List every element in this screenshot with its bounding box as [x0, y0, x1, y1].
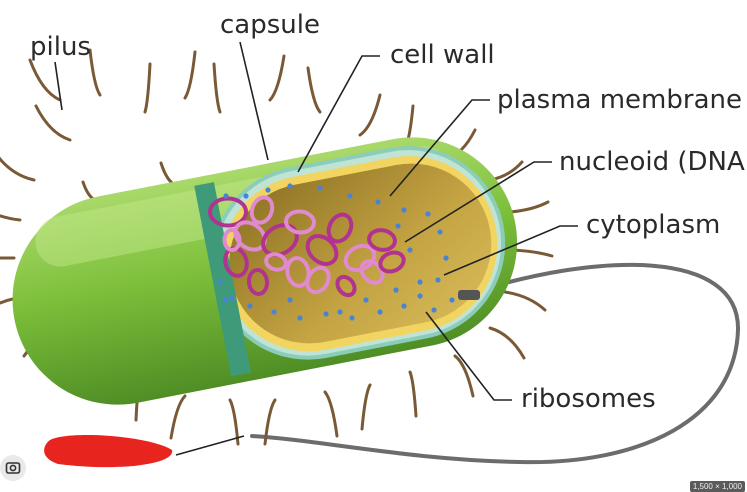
ribosome-dot	[297, 315, 303, 321]
dna-loop	[222, 228, 242, 252]
ribosomes	[217, 183, 455, 321]
lens-glyph	[5, 462, 21, 474]
ribosome-dot	[223, 193, 229, 199]
pilus-strand	[358, 93, 382, 137]
ribosome-dot	[443, 255, 449, 261]
ribosome-dot	[401, 207, 407, 213]
pilus-strand	[169, 394, 187, 440]
pilus-strand	[268, 54, 286, 102]
ribosome-dot	[265, 187, 271, 193]
pilus-strand	[28, 58, 62, 102]
ribosome-dot	[375, 199, 381, 205]
pilus-strand	[488, 326, 526, 360]
pilus-strand	[488, 160, 524, 182]
pilus-strand	[306, 66, 322, 114]
ribosome-dot	[363, 297, 369, 303]
dna-loop	[249, 195, 275, 225]
pilus-strand	[34, 104, 72, 142]
pilus-strand	[360, 383, 372, 431]
pilus-strand	[212, 62, 222, 114]
ribosome-dot	[431, 307, 437, 313]
pilus-strand	[88, 48, 102, 97]
lens-search-icon[interactable]	[0, 455, 26, 481]
dna-loop	[246, 268, 270, 296]
dna-loop	[326, 212, 354, 244]
redaction-mark	[44, 435, 173, 468]
pilus-strand	[508, 200, 550, 214]
pilus-strand	[0, 214, 22, 222]
ribosomes-leader	[425, 311, 512, 401]
label-nucleoid: nucleoid (DNA)	[559, 147, 747, 177]
ribosome-dot	[223, 297, 229, 303]
ribosome-dot	[229, 295, 235, 301]
pilus-strand	[453, 354, 475, 398]
ribosome-dot	[377, 309, 383, 315]
pilus-strand	[81, 180, 97, 202]
dna-loop	[284, 209, 316, 235]
ribosome-dot	[323, 311, 329, 317]
nucleoid-dna	[208, 195, 406, 298]
label-capsule: capsule	[220, 10, 320, 40]
pilus-strand	[408, 370, 418, 418]
pilus-strand	[143, 62, 152, 114]
label-plasma-membrane: plasma membrane	[497, 85, 742, 115]
pilus-strand	[159, 161, 177, 187]
cytoplasm-leader	[443, 225, 578, 276]
ribosome-dot	[437, 229, 443, 235]
dna-loop	[343, 243, 377, 273]
ribosome-dot	[401, 303, 407, 309]
ribosome-dot	[417, 279, 423, 285]
dna-loop	[335, 274, 357, 298]
ribosome-dot	[287, 297, 293, 303]
pilus-leader	[54, 61, 63, 111]
pilus-strand	[323, 390, 339, 438]
ribosome-dot	[347, 193, 353, 199]
label-cell-wall: cell wall	[390, 40, 495, 70]
dna-loop	[305, 234, 339, 266]
dna-loop	[305, 265, 331, 295]
ribosome-dot	[425, 211, 431, 217]
dna-loop	[378, 250, 406, 274]
ribosome-dot	[417, 293, 423, 299]
redaction-leader	[175, 435, 245, 456]
ribosome-dot	[435, 277, 441, 283]
nucleoid-leader	[404, 161, 552, 243]
ribosome-dot	[393, 287, 399, 293]
pilus-strand	[503, 290, 547, 312]
ribosome-dot	[349, 315, 355, 321]
plasma-membrane-leader	[389, 99, 490, 197]
pilus-strand	[183, 50, 197, 100]
flagellum	[250, 262, 741, 465]
pilus-strand	[263, 398, 277, 446]
dna-loop	[285, 256, 311, 288]
label-pilus: pilus	[30, 32, 91, 62]
cell-wall-leader	[297, 55, 380, 173]
ribosome-dot	[243, 193, 249, 199]
ribosome-dot	[287, 183, 293, 189]
ribosome-dot	[407, 247, 413, 253]
image-size-badge: 1,500 × 1,000	[689, 481, 745, 492]
ribosome-dot	[317, 185, 323, 191]
ribosome-dot	[337, 309, 343, 315]
dna-loop	[264, 252, 288, 272]
capsule-leader	[239, 41, 269, 161]
pilus-strand	[0, 156, 36, 182]
label-ribosomes: ribosomes	[521, 384, 656, 414]
dna-loop	[208, 196, 248, 228]
flagellum-hook	[458, 290, 480, 300]
cytoplasm-region	[229, 163, 492, 344]
ribosome-dot	[449, 297, 455, 303]
ribosome-dot	[247, 303, 253, 309]
ribosome-dot	[395, 223, 401, 229]
ribosome-dot	[271, 309, 277, 315]
ribosome-dot	[217, 279, 223, 285]
pilus-strand	[510, 248, 554, 258]
label-cytoplasm: cytoplasm	[586, 210, 721, 240]
dna-loop	[367, 228, 397, 252]
leader-lines	[54, 41, 578, 401]
